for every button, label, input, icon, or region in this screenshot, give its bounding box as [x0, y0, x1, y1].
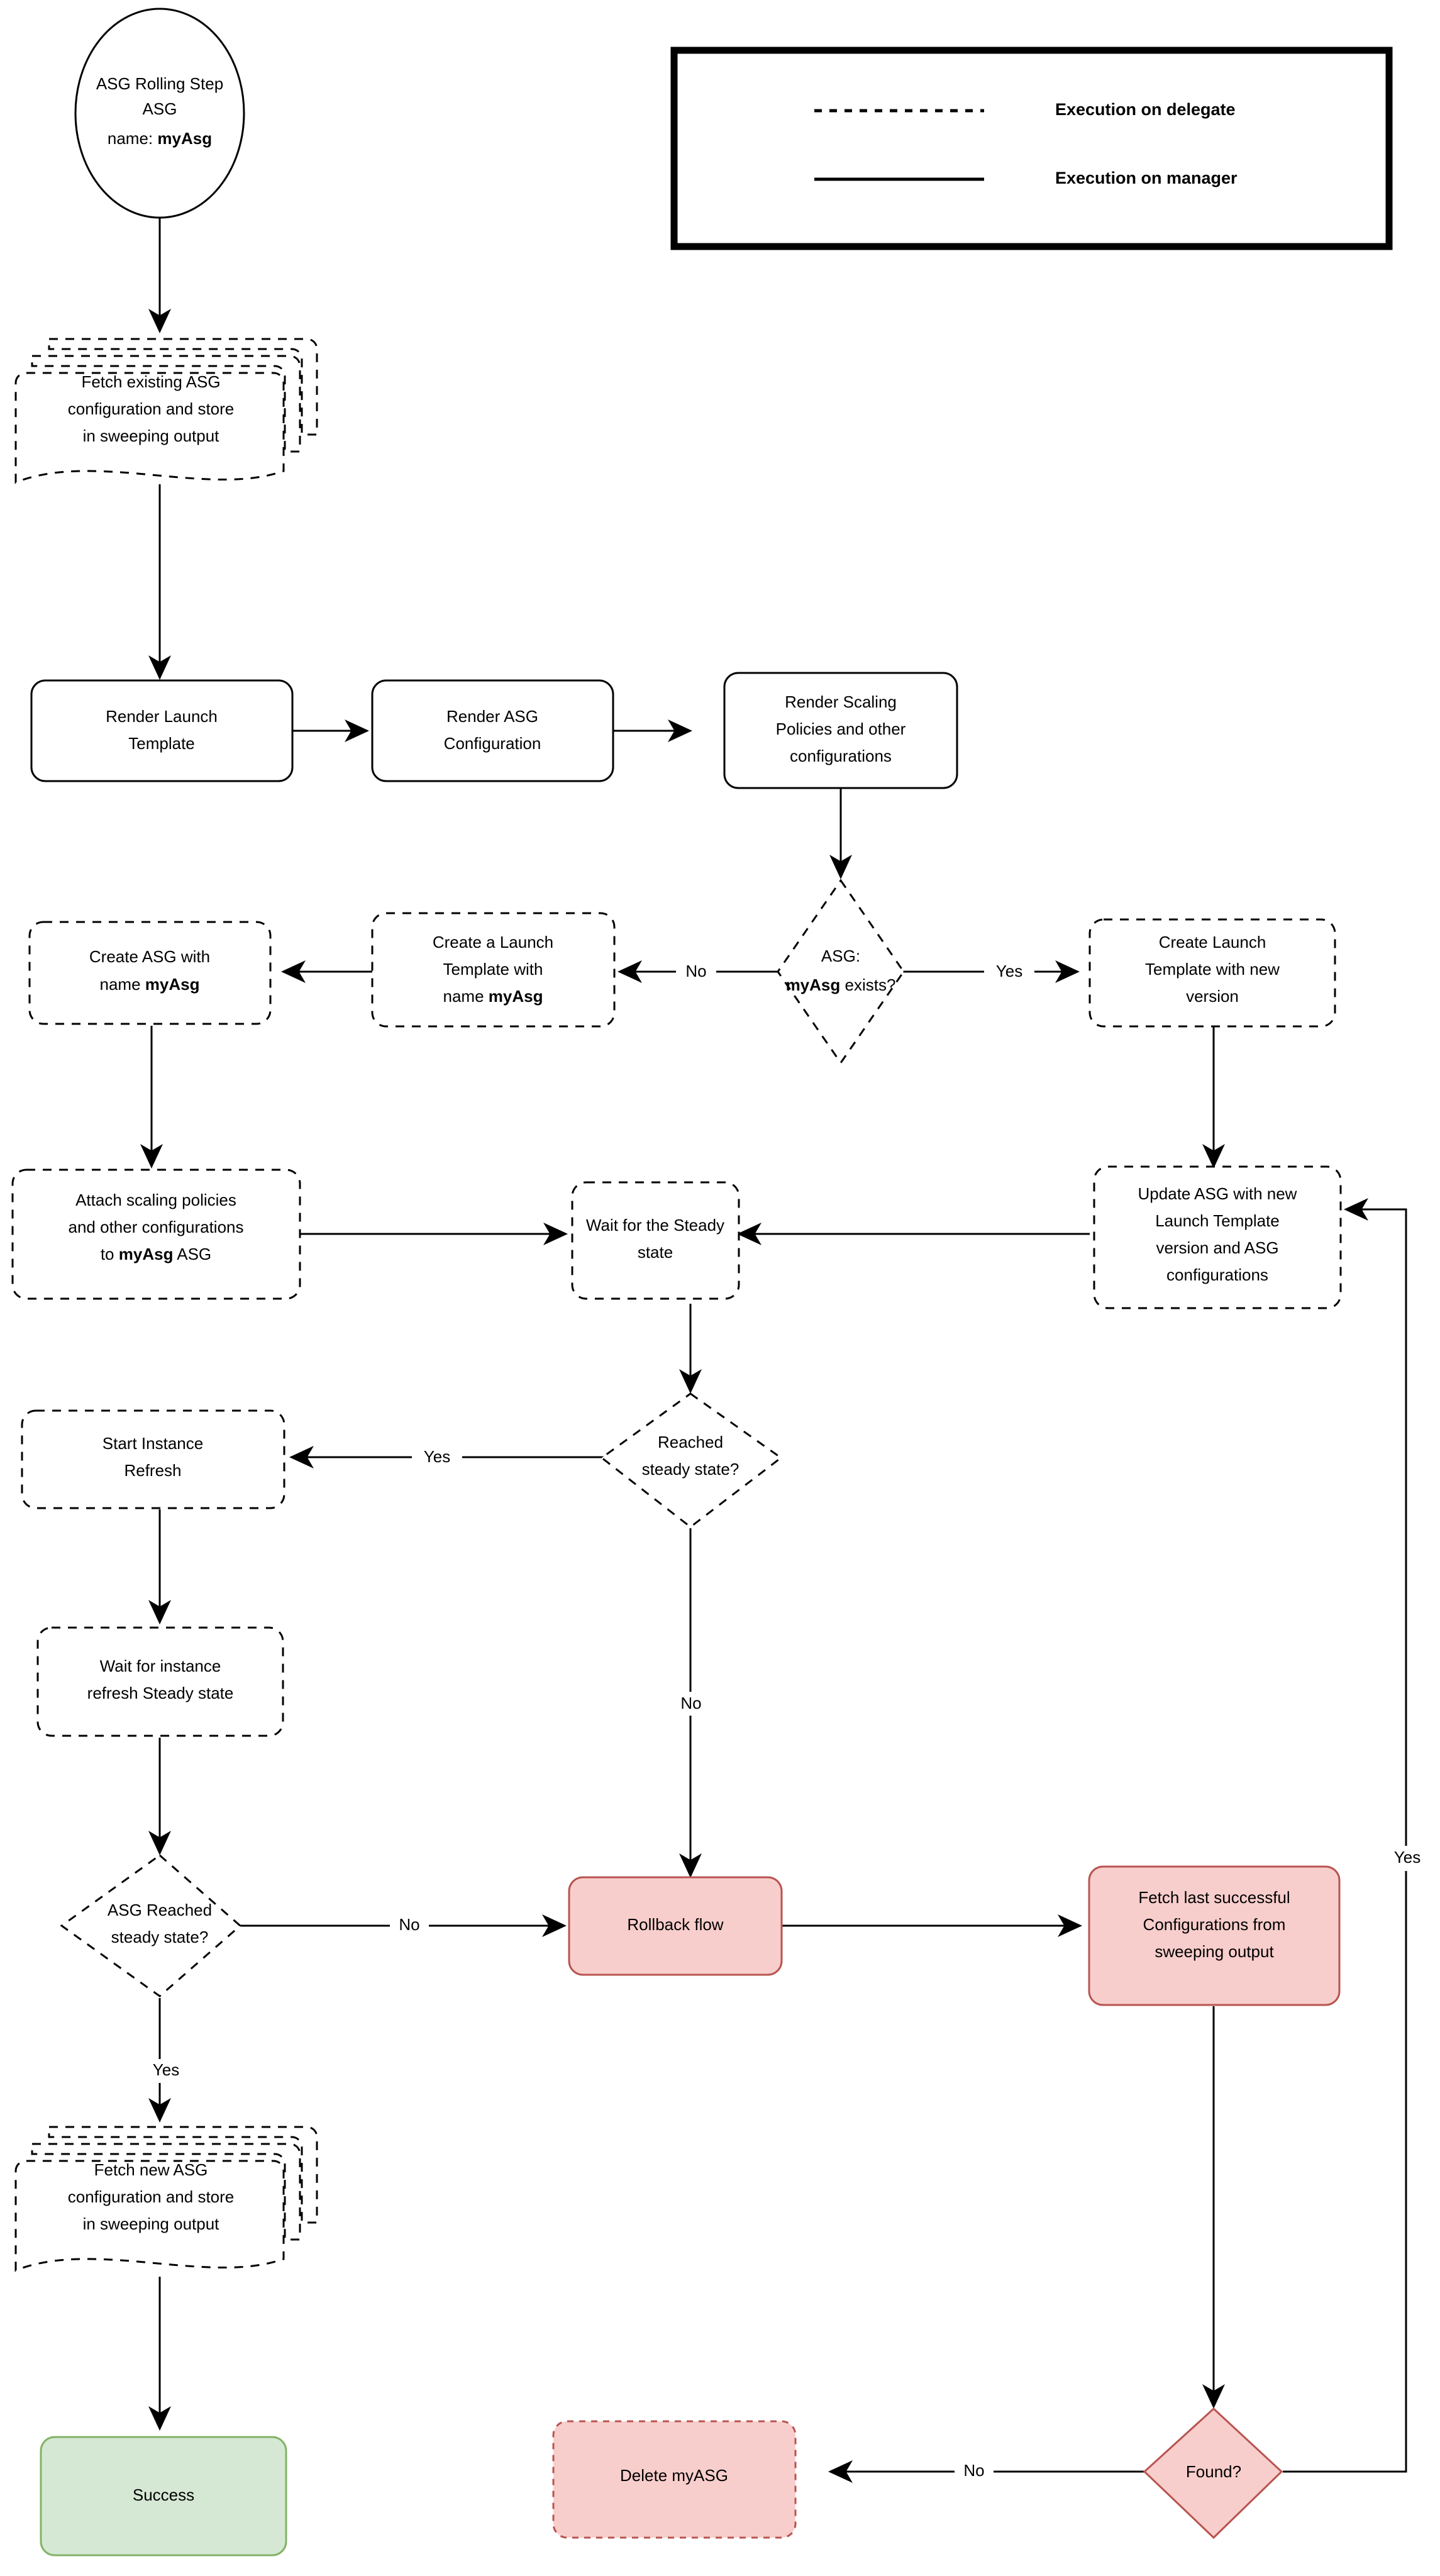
label-found-no: No	[963, 2461, 984, 2480]
node-wait-steady-state[interactable]: Wait for the Steady state	[571, 1181, 740, 1300]
start-line-1: ASG Rolling Step	[96, 74, 223, 93]
start-line-3: name: myAsg	[108, 129, 212, 148]
update-asg-line-2: Launch Template	[1155, 1211, 1280, 1230]
render-launch-line-1: Render Launch	[106, 707, 218, 726]
node-delete-myasg[interactable]: Delete myASG	[552, 2420, 797, 2539]
asg-exists-rest: exists?	[840, 975, 895, 994]
create-lt-new-line-3: version	[1186, 987, 1239, 1006]
label-reached-no: No	[680, 1694, 701, 1713]
label-asg-reached-yes: Yes	[153, 2060, 179, 2079]
render-scaling-line-2: Policies and other	[776, 719, 906, 738]
create-lt-line-1: Create a Launch	[433, 933, 553, 952]
legend-label-delegate: Execution on delegate	[1055, 100, 1236, 119]
fetch-last-line-1: Fetch last successful	[1138, 1888, 1290, 1907]
label-exists-no: No	[685, 962, 706, 980]
edges	[140, 217, 1407, 2483]
node-create-asg-with-name[interactable]: Create ASG with name myAsg	[28, 921, 272, 1025]
node-start[interactable]: ASG Rolling Step ASG name: myAsg	[74, 8, 245, 219]
start-name-value: myAsg	[157, 129, 212, 148]
render-asg-line-2: Configuration	[444, 734, 541, 753]
node-wait-instance-refresh[interactable]: Wait for instance refresh Steady state	[36, 1626, 284, 1737]
success-label: Success	[133, 2485, 194, 2504]
start-name-prefix: name:	[108, 129, 158, 148]
asg-exists-line-2: myAsg exists?	[786, 975, 896, 994]
create-asg-line-1: Create ASG with	[89, 947, 210, 966]
create-lt-new-line-2: Template with new	[1145, 960, 1280, 979]
render-scaling-line-3: configurations	[790, 747, 892, 765]
wait-refresh-line-2: refresh Steady state	[87, 1684, 234, 1702]
attach-line-1: Attach scaling policies	[75, 1191, 236, 1209]
fetch-new-line-3: in sweeping output	[83, 2214, 220, 2233]
edge-found-yes	[1283, 1198, 1407, 2473]
wait-steady-line-2: state	[638, 1243, 673, 1262]
node-reached-steady-decision[interactable]: Reached steady state?	[600, 1392, 783, 1528]
fetch-last-line-2: Configurations from	[1143, 1915, 1286, 1934]
attach-line-2: and other configurations	[69, 1218, 244, 1236]
create-lt-line3-bold: myAsg	[489, 987, 543, 1006]
create-lt-line-2: Template with	[443, 960, 543, 979]
fetch-last-line-3: sweeping output	[1155, 1942, 1274, 1961]
node-success[interactable]: Success	[40, 2436, 287, 2557]
node-found-decision[interactable]: Found?	[1143, 2407, 1283, 2540]
reached-line-1: Reached	[658, 1433, 723, 1452]
render-asg-line-1: Render ASG	[446, 707, 538, 726]
render-scaling-line-1: Render Scaling	[785, 692, 897, 711]
node-create-launch-template-with-name[interactable]: Create a Launch Template with name myAsg	[371, 912, 616, 1028]
update-asg-line-4: configurations	[1166, 1265, 1268, 1284]
label-reached-yes: Yes	[424, 1447, 450, 1466]
start-refresh-line-2: Refresh	[124, 1461, 181, 1480]
node-attach-scaling-policies[interactable]: Attach scaling policies and other config…	[11, 1169, 301, 1300]
node-fetch-existing-config[interactable]: Fetch existing ASG configuration and sto…	[14, 338, 318, 484]
asg-exists-line-1: ASG:	[821, 947, 860, 965]
node-render-asg-configuration[interactable]: Render ASG Configuration	[371, 679, 614, 782]
node-render-scaling-policies[interactable]: Render Scaling Policies and other config…	[723, 672, 958, 789]
rollback-label: Rollback flow	[627, 1915, 723, 1934]
create-lt-line3-pre: name	[443, 987, 489, 1006]
asg-exists-bold: myAsg	[786, 975, 841, 994]
asg-reached-line-1: ASG Reached	[108, 1901, 212, 1919]
fetch-new-line-1: Fetch new ASG	[94, 2160, 208, 2179]
delete-myasg-label: Delete myASG	[620, 2466, 728, 2485]
label-exists-yes: Yes	[996, 962, 1022, 980]
update-asg-line-1: Update ASG with new	[1138, 1184, 1297, 1203]
fetch-new-line-2: configuration and store	[68, 2187, 235, 2206]
fetch-existing-line-2: configuration and store	[68, 399, 235, 418]
start-refresh-line-1: Start Instance	[102, 1434, 203, 1453]
label-found-yes: Yes	[1394, 1848, 1421, 1867]
fetch-existing-line-1: Fetch existing ASG	[81, 372, 220, 391]
attach-line3-bold: myAsg	[119, 1245, 174, 1263]
node-asg-reached-steady-decision[interactable]: ASG Reached steady state?	[60, 1854, 242, 1997]
legend-label-manager: Execution on manager	[1055, 169, 1238, 187]
node-start-instance-refresh[interactable]: Start Instance Refresh	[21, 1409, 285, 1509]
node-rollback-flow[interactable]: Rollback flow	[568, 1876, 783, 1976]
attach-line3-post: ASG	[173, 1245, 211, 1263]
create-lt-line-3: name myAsg	[443, 987, 543, 1006]
create-asg-line-2: name myAsg	[100, 975, 200, 994]
node-fetch-new-asg-config[interactable]: Fetch new ASG configuration and store in…	[14, 2126, 318, 2272]
wait-steady-line-1: Wait for the Steady	[586, 1216, 724, 1235]
edge-labels: No Yes Yes No No Yes No Yes	[141, 961, 1432, 2484]
update-asg-line-3: version and ASG	[1156, 1238, 1278, 1257]
node-render-launch-template[interactable]: Render Launch Template	[30, 679, 294, 782]
node-update-asg[interactable]: Update ASG with new Launch Template vers…	[1093, 1165, 1342, 1309]
node-fetch-last-successful[interactable]: Fetch last successful Configurations fro…	[1088, 1865, 1341, 2006]
node-create-launch-template-new-version[interactable]: Create Launch Template with new version	[1088, 918, 1336, 1028]
fetch-existing-line-3: in sweeping output	[83, 426, 220, 445]
create-asg-line2-bold: myAsg	[145, 975, 200, 994]
node-asg-exists-decision[interactable]: ASG: myAsg exists?	[777, 879, 905, 1065]
wait-refresh-line-1: Wait for instance	[100, 1657, 221, 1675]
attach-line3-pre: to	[101, 1245, 119, 1263]
start-line-2: ASG	[143, 99, 177, 118]
reached-line-2: steady state?	[642, 1460, 739, 1479]
create-lt-new-line-1: Create Launch	[1159, 933, 1266, 952]
render-launch-line-2: Template	[128, 734, 195, 753]
attach-line-3: to myAsg ASG	[101, 1245, 211, 1263]
legend: Execution on delegate Execution on manag…	[670, 47, 1393, 250]
create-asg-line2-pre: name	[100, 975, 145, 994]
label-asg-reached-no: No	[399, 1915, 419, 1934]
found-label: Found?	[1186, 2462, 1241, 2481]
asg-reached-line-2: steady state?	[111, 1928, 209, 1946]
